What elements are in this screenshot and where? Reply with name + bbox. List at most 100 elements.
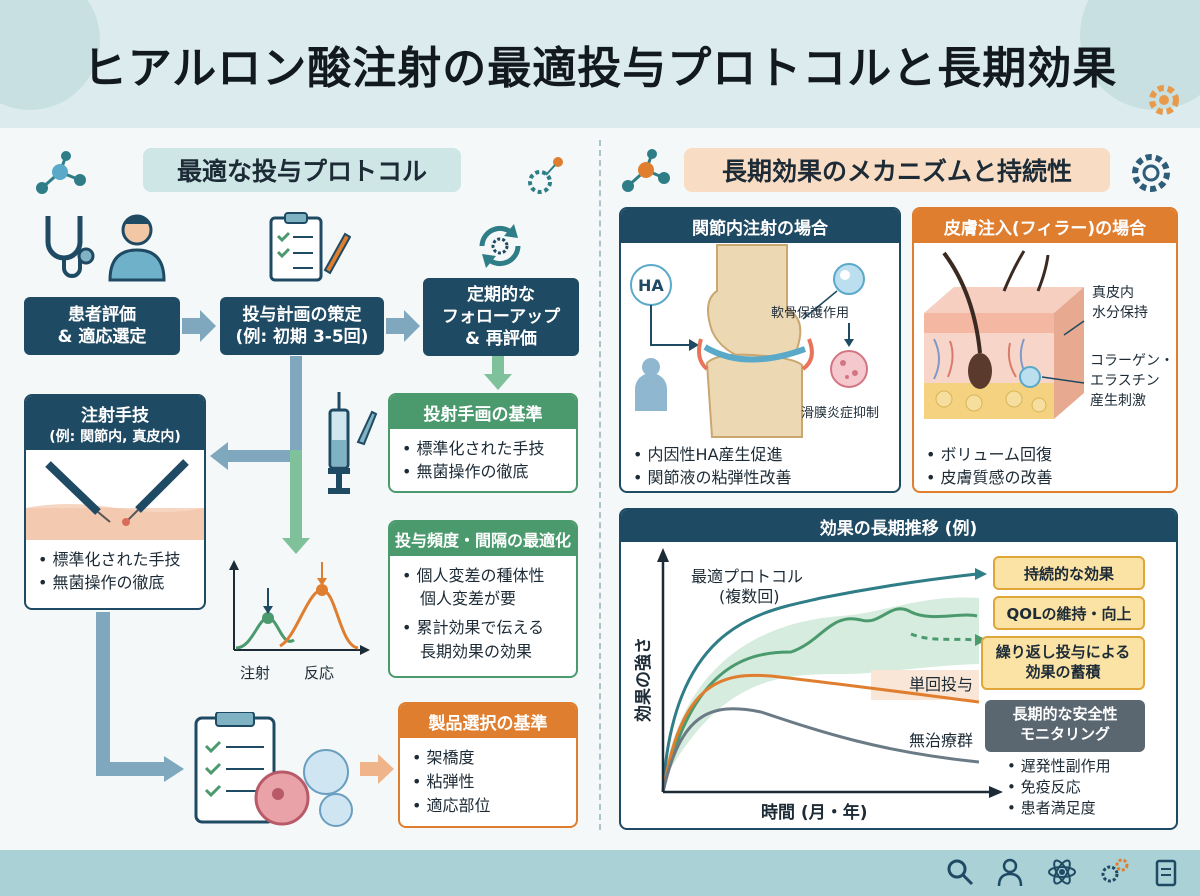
mini-chart-label-injection: 注射 <box>240 664 270 682</box>
step3-line2: フォローアップ <box>441 306 561 327</box>
mini-response-chart: 注射 反応 <box>229 560 370 682</box>
gear-icon <box>1149 85 1179 115</box>
safety-bullet-2: 免疫反応 <box>1007 777 1111 798</box>
step2-line2: (例: 初期 3-5回) <box>235 327 369 347</box>
technique-title: 注射手技 <box>81 405 149 426</box>
injection-criteria-bullets: 標準化された手技 無菌操作の徹底 <box>390 429 576 491</box>
series-label-untreated: 無治療群 <box>909 731 973 750</box>
product-bullet-2: 粘弾性 <box>412 770 564 794</box>
product-criteria-bullets: 架橋度 粘弾性 適応部位 <box>400 738 576 826</box>
series-label-optimal-1: 最適プロトコル <box>691 567 803 586</box>
step-patient-assessment: 患者評価& 適応選定 <box>24 297 180 355</box>
technique-bullets: 標準化された手技 無菌操作の徹底 <box>26 544 204 602</box>
skin-filler-card: 皮膚注入(フィラー)の場合 真皮内 水分保持 コラーゲン・ エラスチン 産生刺激… <box>912 207 1178 493</box>
label-collagen-3: 産生刺激 <box>1090 392 1146 409</box>
safety-monitoring-header: 長期的な安全性 モニタリング <box>985 700 1145 752</box>
label-dermis-2: 水分保持 <box>1092 305 1148 321</box>
label-collagen-1: コラーゲン・ <box>1090 353 1174 369</box>
step-dosing-plan: 投与計画の策定(例: 初期 3-5回) <box>220 297 384 355</box>
doctor-footer-icon <box>997 858 1023 887</box>
series-label-single: 単回投与 <box>909 675 973 694</box>
step1-line2: & 適応選定 <box>57 327 147 347</box>
long-term-trend-card: 効果の長期推移 (例) 最適プロトコル (複数回) 単回投与 無治療群 時間 (… <box>619 508 1178 830</box>
page-title: ヒアルロン酸注射の最適投与プロトコルと長期効果 <box>82 43 1118 94</box>
technique-header: 注射手技 (例: 関節内, 真皮内) <box>26 396 204 450</box>
callout-accumulation: 繰り返し投与による 効果の蓄積 <box>981 636 1145 690</box>
frequency-card: 投与頻度・間隔の最適化 • 個人変差の種体性 個人変差が要 • 累計効果で伝える… <box>388 520 578 678</box>
safety-title-line1: 長期的な安全性 <box>1012 705 1118 723</box>
left-section-heading: 最適な投与プロトコル <box>143 148 461 192</box>
product-selection-illustration <box>194 712 353 827</box>
gears-icon <box>1101 858 1129 883</box>
mini-chart-label-response: 反応 <box>304 664 334 682</box>
frequency-bullet-2a: • 累計効果で伝える <box>402 618 545 638</box>
technique-card: 注射手技 (例: 関節内, 真皮内) 標準化された手技 無菌操作の徹底 <box>24 394 206 610</box>
long-term-trend-chart: 最適プロトコル (複数回) 単回投与 無治療群 時間 (月・年) 効果の強さ <box>633 548 1003 823</box>
joint-bullet-2: 関節液の粘弾性改善 <box>633 466 887 489</box>
technique-subtitle: (例: 関節内, 真皮内) <box>49 428 181 445</box>
knee-joint-illustration: HA 軟骨保護作用 滑膜炎症抑制 <box>630 244 879 438</box>
label-cartilage-protection: 軟骨保護作用 <box>771 305 849 321</box>
technique-bullet-1: 標準化された手技 <box>38 548 192 571</box>
frequency-bullet-1b: 個人変差が要 <box>420 589 517 609</box>
label-dermis-1: 真皮内 <box>1092 285 1134 301</box>
clipboard-footer-icon <box>1155 859 1177 887</box>
right-section-heading: 長期効果のメカニズムと持続性 <box>684 148 1110 192</box>
technique-bullet-2: 無菌操作の徹底 <box>38 571 192 594</box>
criteria1-bullet-2: 無菌操作の徹底 <box>402 460 564 483</box>
skin-bullets: ボリューム回復 皮膚質感の改善 <box>914 443 1176 491</box>
stethoscope-icon <box>45 216 95 278</box>
skin-bullet-2: 皮膚質感の改善 <box>926 466 1164 489</box>
label-synovitis-suppression: 滑膜炎症抑制 <box>801 406 879 421</box>
joint-injection-card: 関節内注射の場合 HA 軟骨保護作用 滑膜炎症抑制 内因性HA産生促進 関節液の… <box>619 207 901 493</box>
frequency-bullets: • 個人変差の種体性 個人変差が要 • 累計効果で伝える 長期効果の効果 <box>390 556 576 671</box>
frequency-title: 投与頻度・間隔の最適化 <box>390 522 576 556</box>
step1-line1: 患者評価 <box>68 304 136 325</box>
molecule-icon-right <box>622 149 670 192</box>
safety-title-line2: モニタリング <box>1019 724 1110 743</box>
step-followup: 定期的なフォローアップ& 再評価 <box>423 278 579 356</box>
refresh-cycle-icon <box>479 224 521 268</box>
callout-sustained-effect: 持続的な効果 <box>993 556 1145 590</box>
joint-card-title: 関節内注射の場合 <box>621 209 899 243</box>
gear-icon-right <box>1132 154 1170 192</box>
product-criteria-card: 製品選択の基準 架橋度 粘弾性 適応部位 <box>398 702 578 828</box>
product-criteria-title: 製品選択の基準 <box>400 704 576 738</box>
gear-molecule-icon <box>528 157 563 194</box>
skin-bullet-1: ボリューム回復 <box>926 443 1164 466</box>
skin-card-title: 皮膚注入(フィラー)の場合 <box>914 209 1176 243</box>
step2-line1: 投与計画の策定 <box>242 304 362 325</box>
series-label-optimal-2: (複数回) <box>719 587 780 606</box>
frequency-bullet-1a: • 個人変差の種体性 <box>402 566 545 585</box>
safety-bullets: 遅発性副作用 免疫反応 患者満足度 <box>1007 756 1111 819</box>
atom-icon <box>1048 859 1076 885</box>
joint-bullet-1: 内因性HA産生促進 <box>633 443 887 466</box>
trend-y-axis-label: 効果の強さ <box>633 637 654 722</box>
trend-card-title: 効果の長期推移 (例) <box>621 510 1176 542</box>
criteria1-bullet-1: 標準化された手技 <box>402 437 564 460</box>
product-bullet-3: 適応部位 <box>412 794 564 818</box>
step3-line1: 定期的な <box>466 284 535 305</box>
trend-x-axis-label: 時間 (月・年) <box>761 802 867 823</box>
syringe-icon <box>328 392 378 494</box>
injection-criteria-title: 投射手画の基準 <box>390 395 576 429</box>
frequency-bullet-2b: 長期効果の効果 <box>420 641 533 661</box>
callout-accumulation-line2: 効果の蓄積 <box>1025 662 1101 681</box>
center-divider <box>599 140 601 830</box>
skin-layer-illustration: 真皮内 水分保持 コラーゲン・ エラスチン 産生刺激 <box>924 250 1174 419</box>
injection-skin-illustration <box>26 459 204 540</box>
safety-bullet-3: 患者満足度 <box>1007 798 1111 819</box>
ha-molecule-label: HA <box>638 276 664 295</box>
joint-bullets: 内因性HA産生促進 関節液の粘弾性改善 <box>621 443 899 491</box>
clipboard-icon <box>269 212 351 282</box>
label-collagen-2: エラスチン <box>1090 373 1160 389</box>
molecule-icon <box>36 151 86 194</box>
product-bullet-1: 架橋度 <box>412 746 564 770</box>
injection-criteria-card: 投射手画の基準 標準化された手技 無菌操作の徹底 <box>388 393 578 493</box>
doctor-icon <box>108 214 166 282</box>
header-banner: ヒアルロン酸注射の最適投与プロトコルと長期効果 <box>0 0 1200 128</box>
magnifier-icon <box>947 859 974 886</box>
callout-qol: QOLの維持・向上 <box>993 596 1145 630</box>
callout-accumulation-line1: 繰り返し投与による <box>995 643 1131 661</box>
safety-bullet-1: 遅発性副作用 <box>1007 756 1111 777</box>
